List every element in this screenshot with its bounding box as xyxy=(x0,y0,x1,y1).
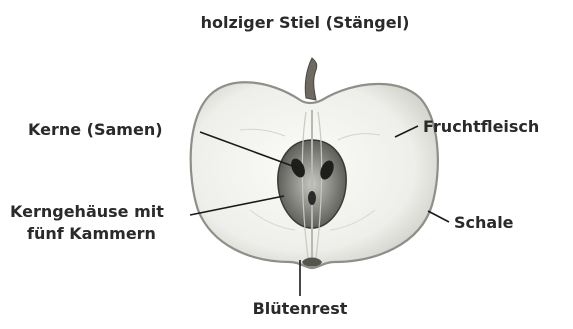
label-skin: Schale xyxy=(454,213,514,233)
label-flesh: Fruchtfleisch xyxy=(423,117,539,137)
leader-skin xyxy=(428,211,449,222)
label-seeds: Kerne (Samen) xyxy=(28,120,163,140)
seed-lower xyxy=(308,191,316,205)
label-calyx: Blütenrest xyxy=(240,299,360,319)
label-core-line1: Kerngehäuse mit xyxy=(10,202,164,222)
stem xyxy=(305,58,317,100)
label-core-line2: fünf Kammern xyxy=(27,224,156,244)
label-stem: holziger Stiel (Stängel) xyxy=(190,13,420,33)
